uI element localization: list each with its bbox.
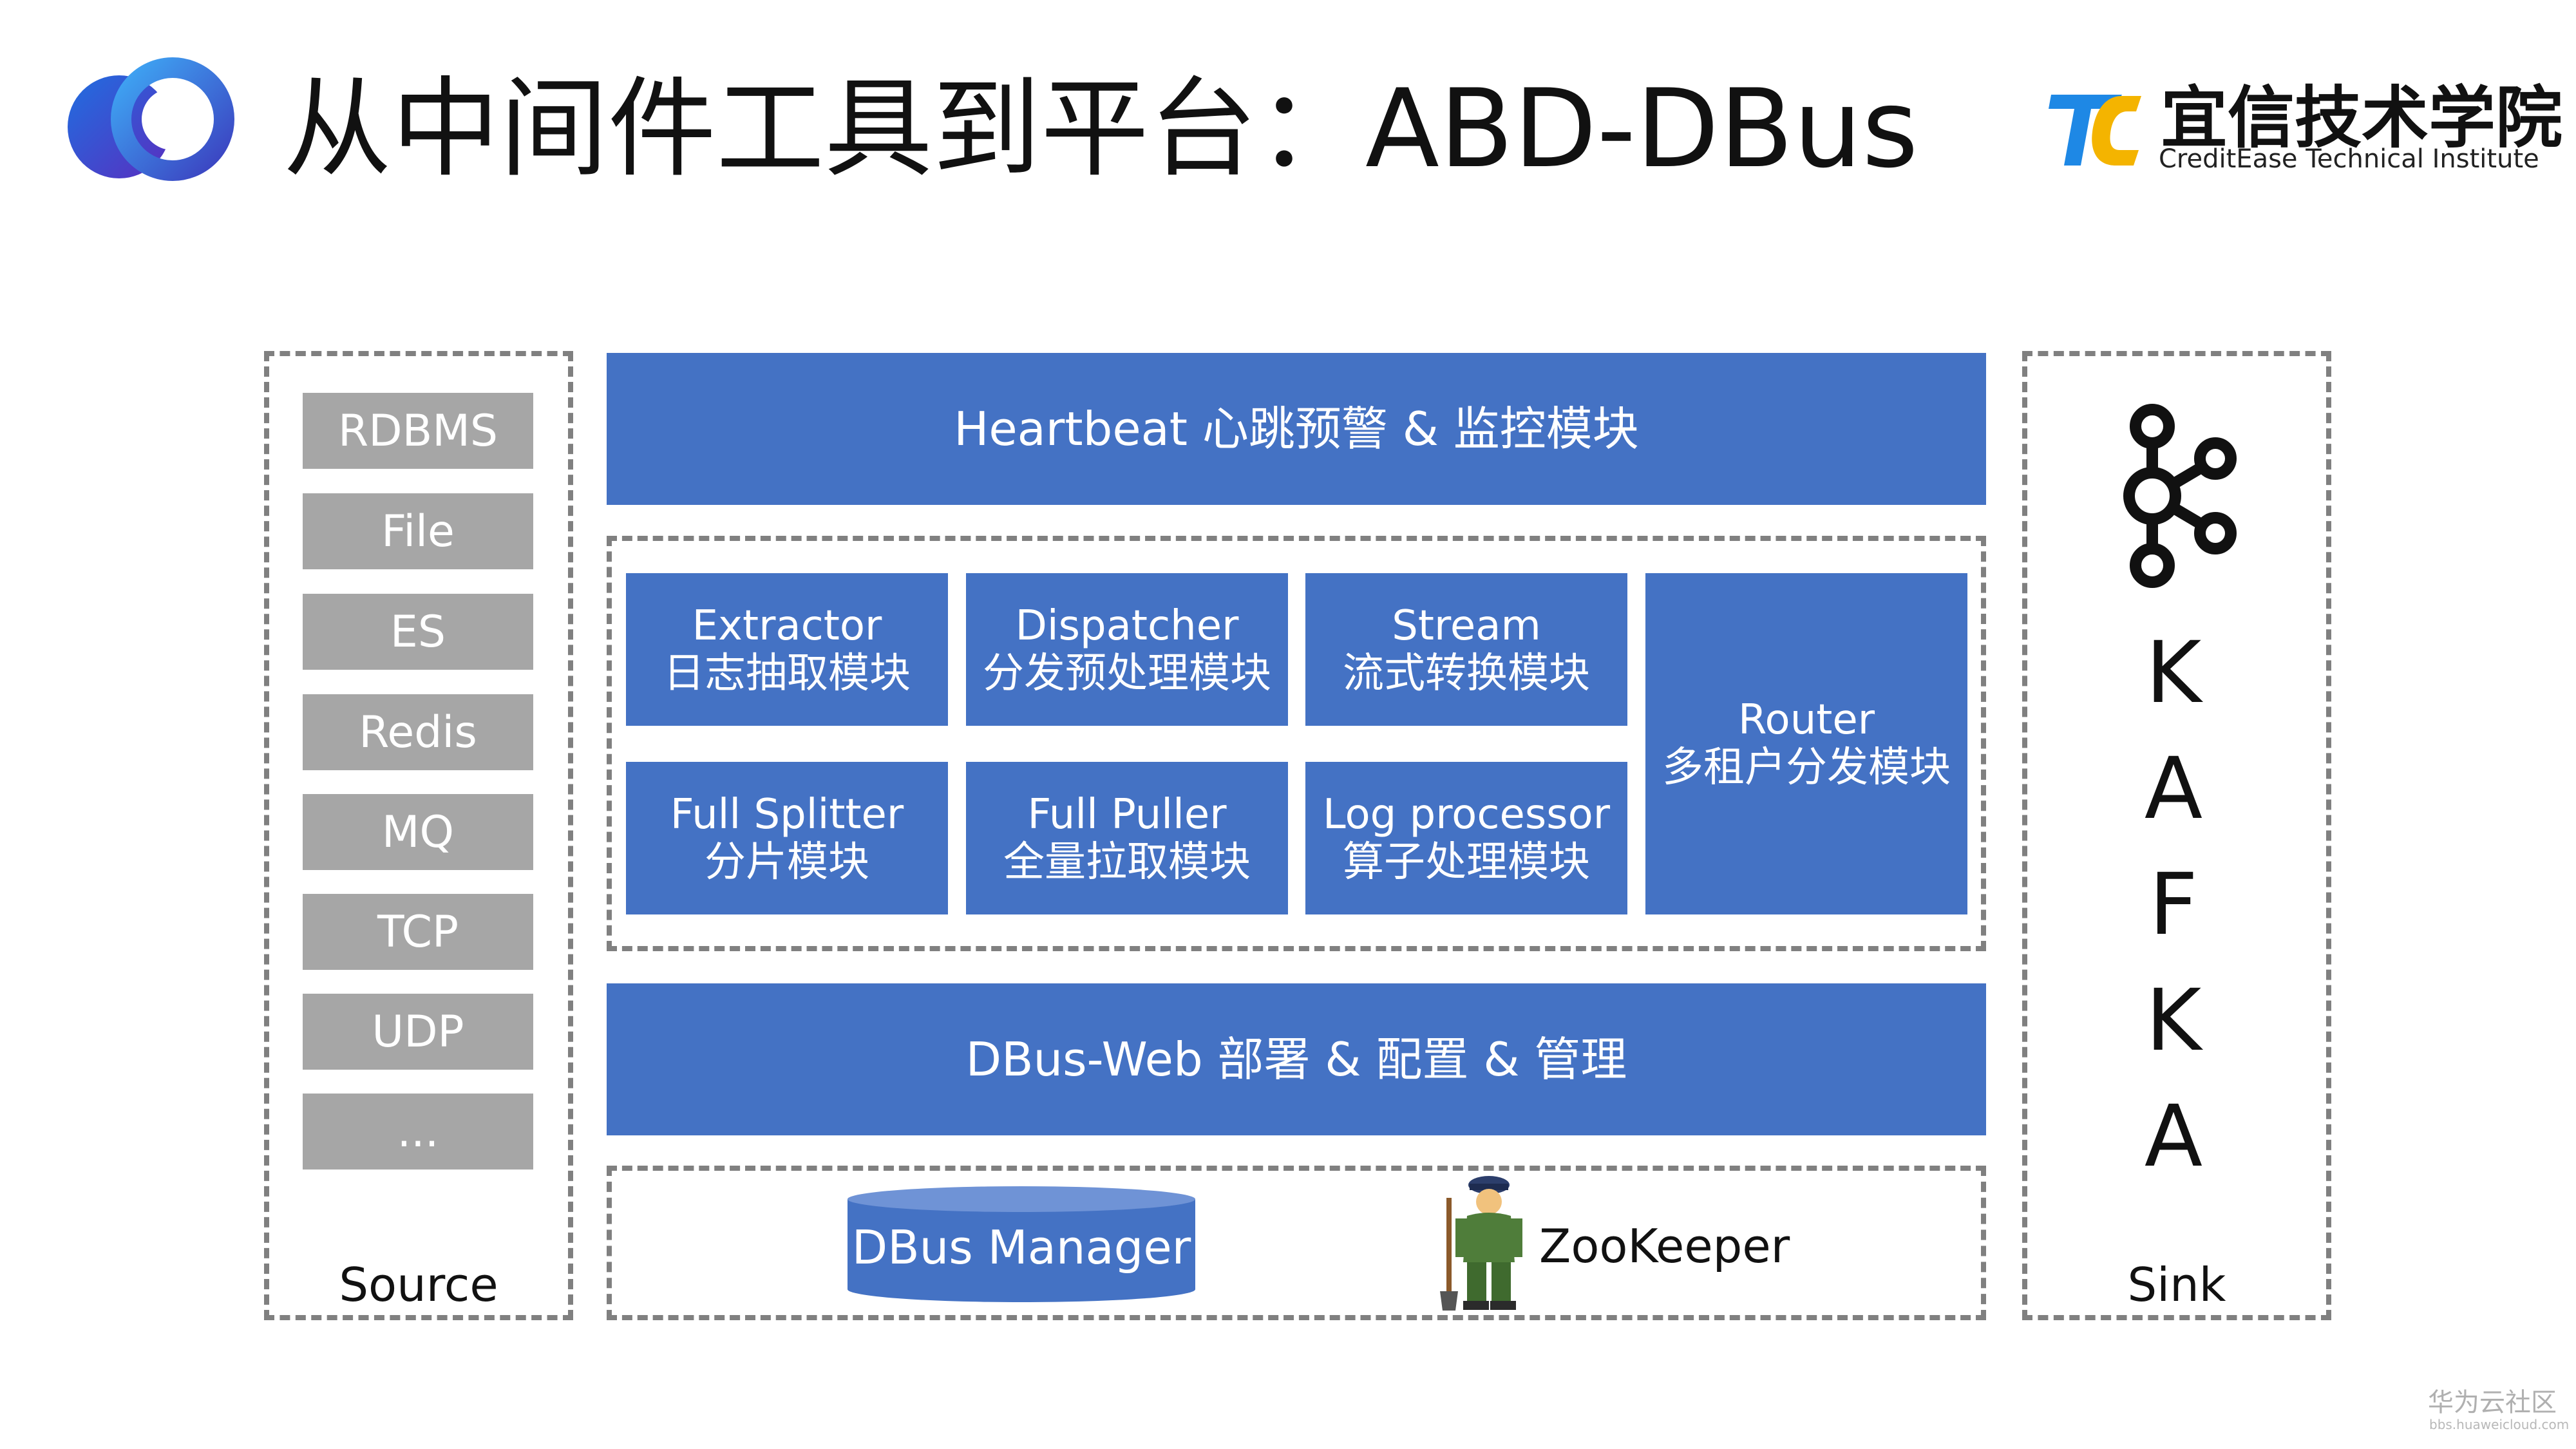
module-stream-en: Stream [1392,601,1541,650]
source-item-udp: UDP [303,994,533,1070]
sink-letter-k1: K [2145,623,2202,723]
database-cylinder-icon [848,1186,1195,1302]
module-log-processor-cn: 算子处理模块 [1343,838,1590,886]
infra-panel [607,1166,1986,1320]
zookeeper-figure-icon [1440,1176,1522,1311]
module-full-splitter: Full Splitter 分片模块 [626,762,948,914]
watermark-cn: 华为云社区 [2428,1388,2557,1417]
sink-letter-a1: A [2144,739,2203,838]
module-full-puller-en: Full Puller [1027,790,1227,838]
sink-label: Sink [2127,1258,2226,1312]
module-stream-cn: 流式转换模块 [1343,649,1590,697]
module-log-processor-en: Log processor [1322,790,1611,838]
module-full-splitter-en: Full Splitter [670,790,904,838]
source-item-tcp: TCP [303,894,533,970]
dbus-web-bar: DBus-Web 部署 & 配置 & 管理 [607,983,1986,1135]
brand-name-en: CreditEase Technical Institute [2159,144,2539,174]
source-item-rdbms: RDBMS [303,393,533,469]
sink-panel [2022,351,2331,1320]
module-stream: Stream 流式转换模块 [1305,573,1627,726]
source-label: Source [339,1258,498,1312]
source-item-es: ES [303,594,533,670]
modules-panel [607,536,1986,951]
module-full-puller-cn: 全量拉取模块 [1003,838,1251,886]
module-dispatcher-en: Dispatcher [1015,601,1239,650]
blue-rings-logo-icon [68,57,234,181]
brand-name-cn: 宜信技术学院 [2161,79,2563,157]
module-extractor-en: Extractor [692,601,882,650]
source-item-mq: MQ [303,794,533,870]
module-router-cn: 多租户分发模块 [1662,744,1951,791]
module-full-puller: Full Puller 全量拉取模块 [966,762,1288,914]
sink-letter-a2: A [2144,1087,2203,1186]
source-item-more: ... [303,1094,533,1170]
module-router: Router 多租户分发模块 [1645,573,1967,914]
source-item-redis: Redis [303,694,533,770]
heartbeat-bar: Heartbeat 心跳预警 & 监控模块 [607,353,1986,505]
page-title: 从中间件工具到平台：ABD-DBus [283,66,1918,192]
module-extractor: Extractor 日志抽取模块 [626,573,948,726]
sink-letter-f: F [2149,855,2198,954]
sink-letter-k2: K [2145,971,2202,1070]
source-panel [264,351,573,1320]
module-log-processor: Log processor 算子处理模块 [1305,762,1627,914]
tc-logo-icon [2049,95,2141,166]
module-full-splitter-cn: 分片模块 [705,838,869,886]
kafka-icon [2123,404,2237,588]
module-router-en: Router [1738,696,1875,744]
dbus-manager-label: DBus Manager [851,1220,1191,1274]
watermark-en: bbs.huaweicloud.com [2429,1417,2570,1432]
module-extractor-cn: 日志抽取模块 [663,649,911,697]
module-dispatcher-cn: 分发预处理模块 [983,649,1271,697]
source-item-file: File [303,493,533,569]
zookeeper-label: ZooKeeper [1539,1219,1790,1273]
module-dispatcher: Dispatcher 分发预处理模块 [966,573,1288,726]
